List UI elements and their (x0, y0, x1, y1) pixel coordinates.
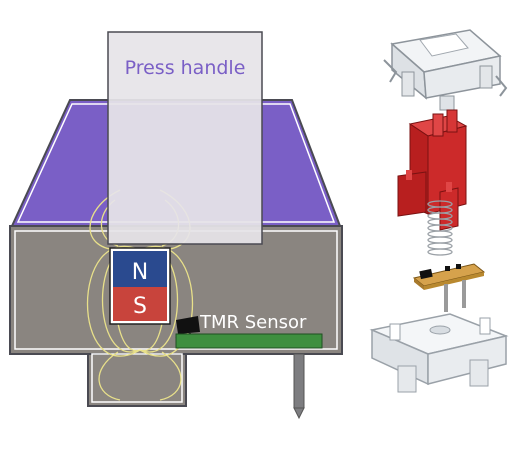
sensor-bar (175, 333, 323, 349)
sensor-label: TMR Sensor (199, 312, 307, 333)
magnet-south-label: S (133, 294, 147, 319)
red-stem (397, 109, 468, 231)
metal-pin (293, 353, 305, 409)
press-handle (107, 31, 263, 245)
exploded-switch (369, 29, 509, 393)
magnet-north-label: N (132, 260, 148, 285)
top-housing (383, 29, 508, 111)
sensor-pcb (412, 263, 486, 312)
bottom-housing (369, 313, 509, 393)
stem-base (87, 353, 187, 407)
spring-icon (427, 200, 453, 256)
bar-magnet-icon: N S (109, 247, 171, 325)
press-handle-label: Press handle (125, 57, 246, 79)
switch-cutaway: Press handle N S TMR Sensor (9, 31, 343, 420)
